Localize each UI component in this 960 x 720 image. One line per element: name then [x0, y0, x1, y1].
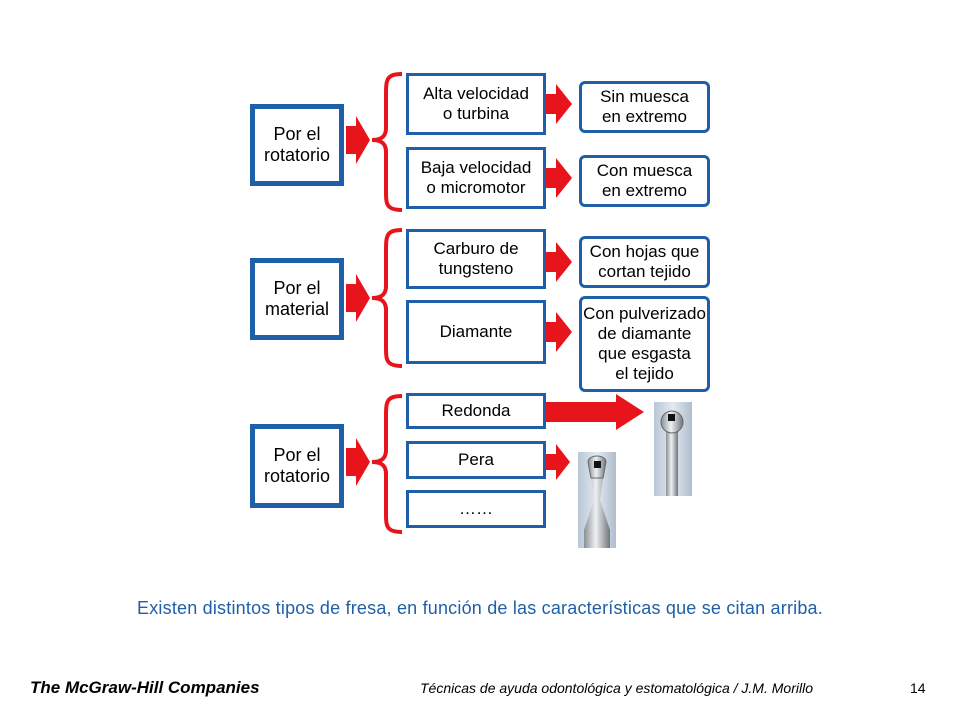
option-box: Alta velocidad o turbina — [406, 73, 546, 135]
option-box: Redonda — [406, 393, 546, 429]
publisher-name: The McGraw-Hill Companies — [30, 678, 260, 697]
brace-icon — [371, 228, 403, 368]
arrow-icon — [546, 158, 572, 198]
option-box: …… — [406, 490, 546, 528]
arrow-icon — [346, 116, 370, 164]
category-box: Por el material — [250, 258, 344, 340]
round-bur-image — [654, 402, 692, 496]
arrow-icon — [546, 242, 572, 282]
page-number: 14 — [910, 680, 926, 696]
arrow-icon — [546, 444, 570, 480]
option-box: Baja velocidad o micromotor — [406, 147, 546, 209]
arrow-icon — [346, 438, 370, 486]
result-box: Con muesca en extremo — [579, 155, 710, 207]
arrow-icon — [346, 274, 370, 322]
result-box: Con hojas que cortan tejido — [579, 236, 710, 288]
arrow-icon — [546, 312, 572, 352]
book-title: Técnicas de ayuda odontológica y estomat… — [420, 680, 813, 696]
brace-icon — [371, 394, 403, 534]
caption: Existen distintos tipos de fresa, en fun… — [137, 598, 823, 618]
category-box: Por el rotatorio — [250, 424, 344, 508]
result-box: Sin muesca en extremo — [579, 81, 710, 133]
result-box: Con pulverizado de diamante que esgasta … — [579, 296, 710, 392]
brace-icon — [371, 72, 403, 212]
option-box: Carburo de tungsteno — [406, 229, 546, 289]
arrow-icon — [546, 84, 572, 124]
category-box: Por el rotatorio — [250, 104, 344, 186]
option-box: Diamante — [406, 300, 546, 364]
long-arrow-icon — [546, 394, 644, 430]
option-box: Pera — [406, 441, 546, 479]
pear-bur-image — [578, 452, 616, 548]
